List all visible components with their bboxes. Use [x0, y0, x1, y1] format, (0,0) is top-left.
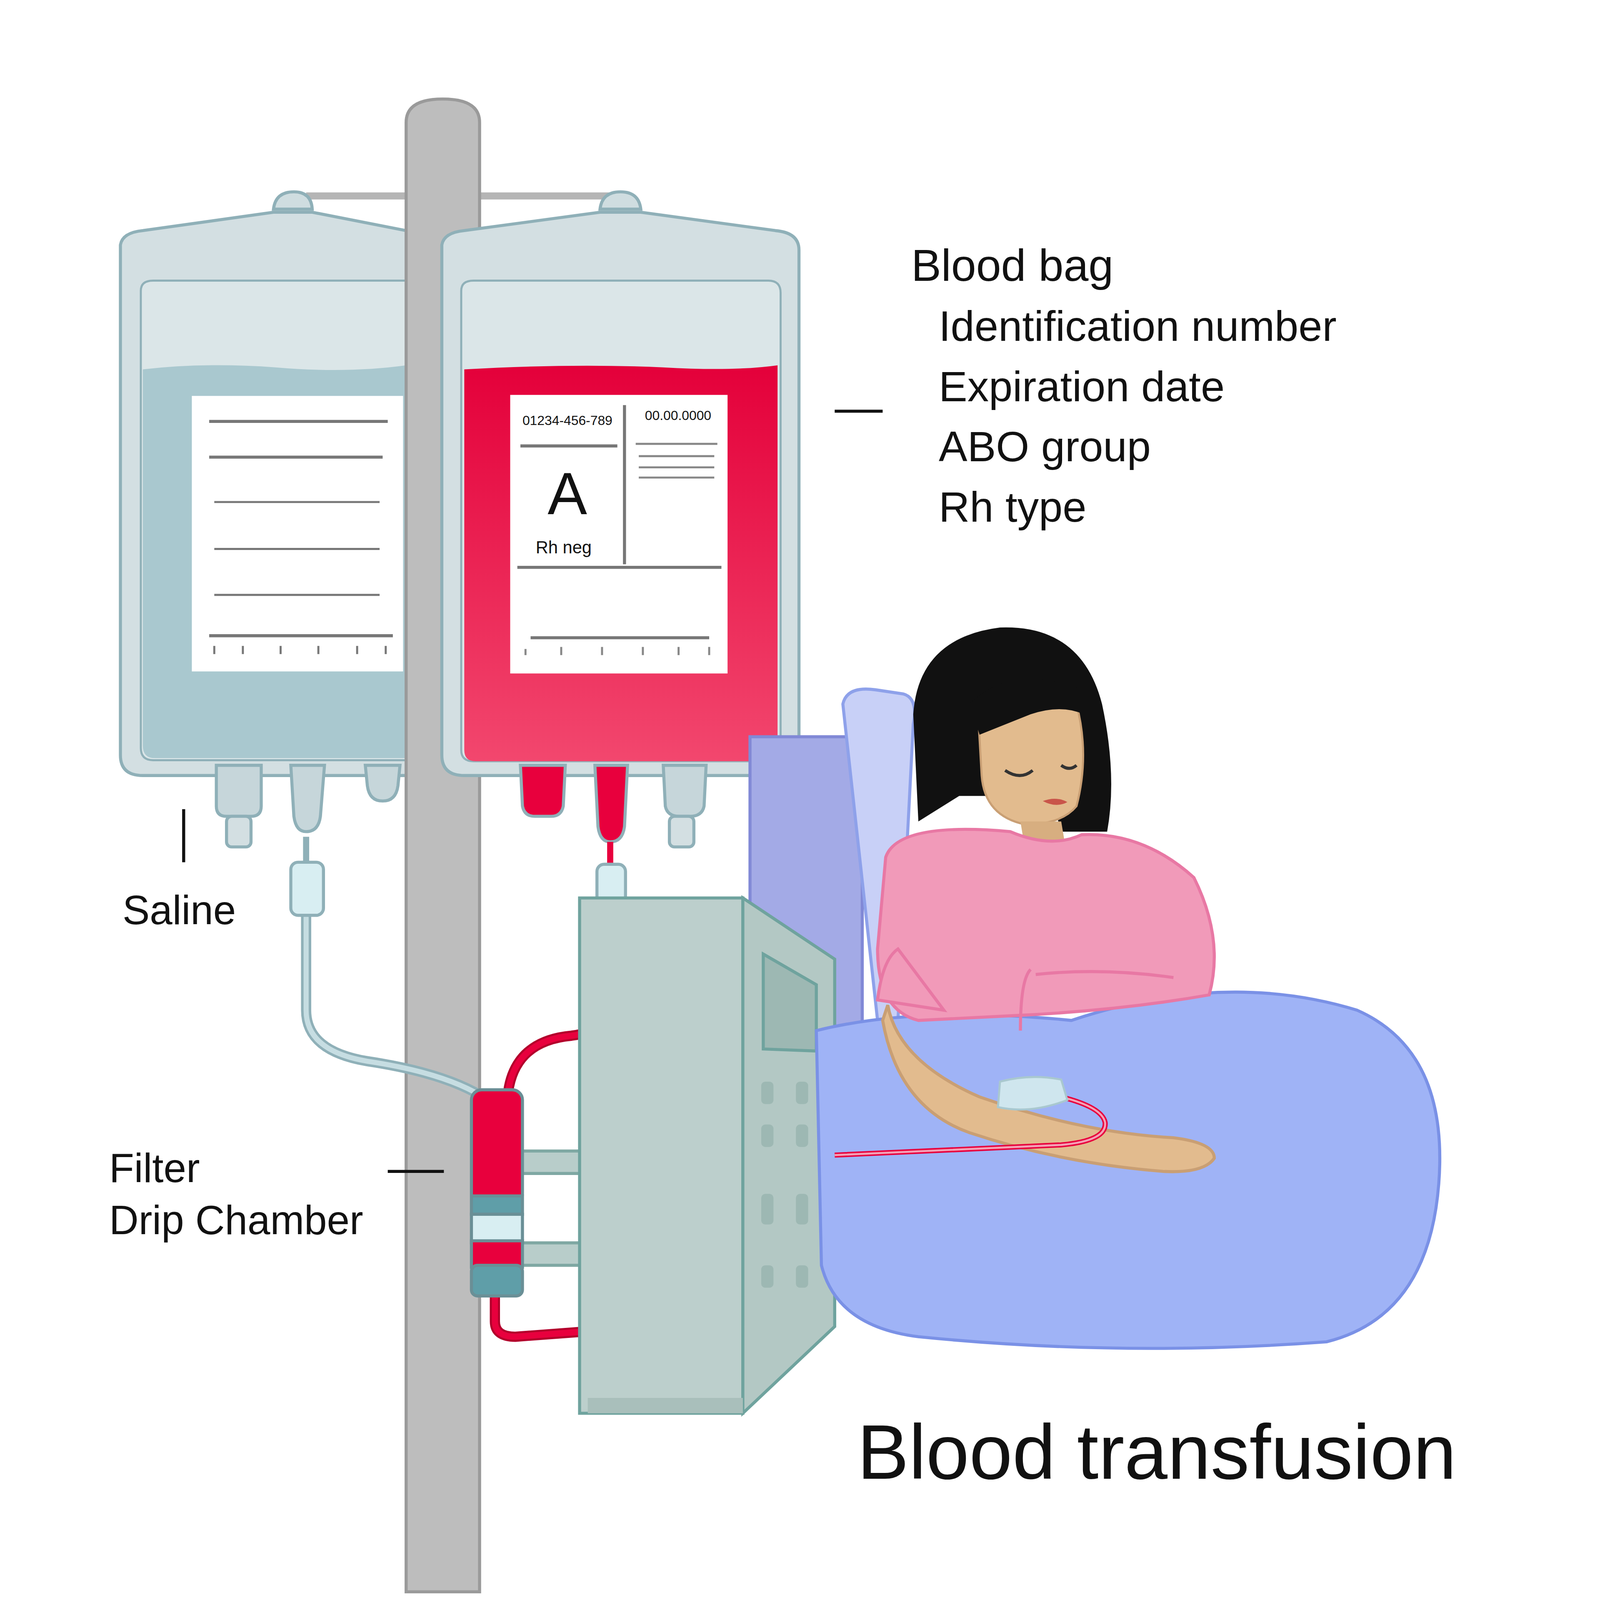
id-number: 01234-456-789 [522, 414, 613, 428]
callout-item: ABO group [938, 425, 1151, 469]
callout-item: Expiration date [938, 365, 1225, 409]
iv-line [834, 1077, 1105, 1156]
rh-type: Rh neg [535, 538, 592, 557]
blanket [816, 992, 1440, 1349]
leader-lines [183, 411, 883, 1172]
expiry-date: 00.00.0000 [645, 409, 712, 423]
bag-label [510, 395, 728, 674]
blood-bag [441, 191, 799, 847]
abo-group: A [547, 464, 588, 524]
part-label: Filter [109, 1147, 200, 1189]
saline-tubing [290, 836, 488, 1100]
patient [877, 627, 1215, 1172]
callout-heading: Blood bag [911, 242, 1114, 288]
infusion-pump [520, 897, 835, 1414]
filter-drip-chamber [471, 1090, 523, 1297]
callout-item: Rh type [938, 485, 1087, 529]
callout-item: Identification number [938, 305, 1337, 348]
part-label: Saline [122, 890, 236, 931]
part-label: Drip Chamber [109, 1200, 364, 1241]
diagram-title: Blood transfusion [857, 1413, 1457, 1491]
saline-bag [120, 191, 407, 847]
